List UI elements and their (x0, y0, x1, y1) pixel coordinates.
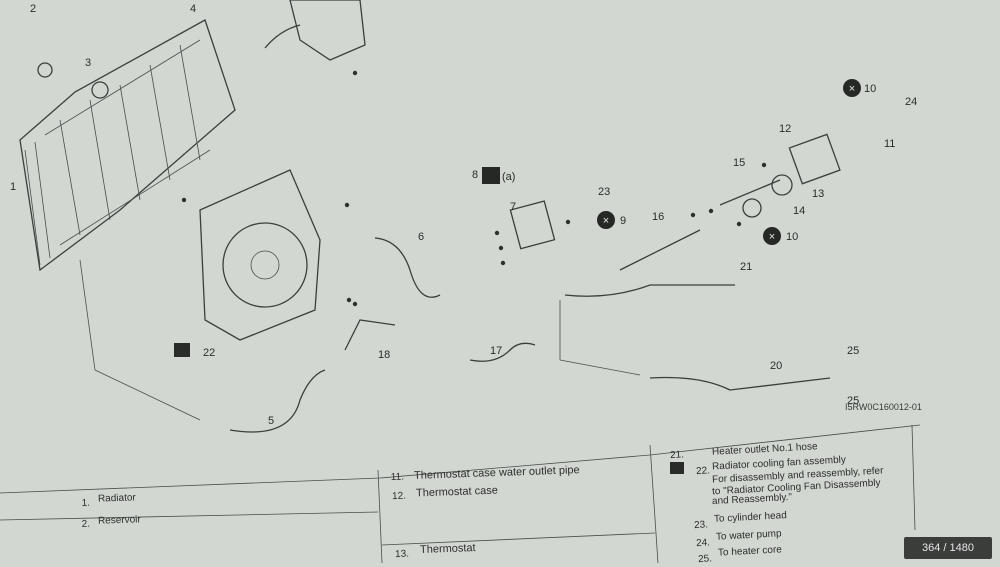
callout-13: 13 (812, 188, 824, 200)
hose-20 (649, 376, 831, 391)
callout-9: 9 (620, 215, 626, 227)
callout-2: 2 (30, 3, 36, 15)
callout-24: 24 (905, 96, 917, 108)
legend-table-grid (0, 424, 921, 563)
pipe-16 (619, 229, 701, 271)
torque-label: (a) (502, 171, 515, 183)
wrench-icon (482, 167, 500, 184)
no-reuse-icon: × × × (597, 79, 861, 245)
hose-21 (564, 284, 735, 297)
grease-icon (174, 343, 190, 357)
thermostat-case-7 (509, 200, 556, 250)
figure-id: I5RW0C160012-01 (845, 402, 922, 412)
callout-25: 25 (847, 345, 859, 357)
callout-25: 25 (847, 395, 859, 407)
pipe-15 (719, 179, 781, 206)
callout-16: 16 (652, 211, 664, 223)
fastener-dots (181, 70, 767, 307)
callout-7: 7 (510, 201, 516, 213)
callout-3: 3 (85, 57, 91, 69)
callout-4: 4 (190, 3, 196, 15)
cooling-fan-assembly (199, 169, 321, 341)
callout-10: 10 (786, 231, 798, 243)
grease-icon-in-legend (670, 462, 684, 474)
reservoir (264, 0, 366, 61)
svg-text:×: × (603, 215, 609, 227)
thermostat-13 (771, 174, 793, 196)
thermostat-case-12 (788, 133, 841, 185)
svg-text:×: × (769, 231, 775, 243)
callout-labels: 1234567891010111213141516171820212223242… (10, 3, 917, 427)
callout-22: 22 (203, 347, 215, 359)
radiator (19, 19, 236, 272)
callout-20: 20 (770, 360, 782, 372)
callout-10: 10 (864, 83, 876, 95)
hose-6 (374, 237, 441, 298)
page-counter[interactable]: 364 / 1480 (904, 537, 992, 559)
callout-21: 21 (740, 261, 752, 273)
callout-15: 15 (733, 157, 745, 169)
hose-5 (229, 369, 326, 433)
gasket-14 (742, 198, 762, 218)
pipe-18 (344, 319, 396, 351)
callout-8: 8 (472, 169, 478, 181)
callout-17: 17 (490, 345, 502, 357)
callout-6: 6 (418, 231, 424, 243)
callout-18: 18 (378, 349, 390, 361)
callout-14: 14 (793, 205, 805, 217)
hose-17 (469, 342, 536, 362)
callout-23: 23 (598, 186, 610, 198)
svg-text:×: × (849, 83, 855, 95)
callout-11: 11 (884, 138, 895, 150)
callout-12: 12 (779, 123, 791, 135)
callout-1: 1 (10, 181, 16, 193)
callout-5: 5 (268, 415, 274, 427)
